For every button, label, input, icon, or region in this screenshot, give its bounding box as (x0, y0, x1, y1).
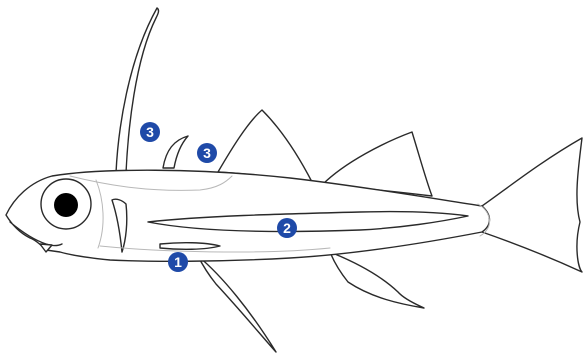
svg-text:2: 2 (283, 220, 291, 236)
caudal-fin (482, 138, 582, 272)
marker-3a: 3 (140, 122, 160, 142)
marker-2: 2 (277, 218, 297, 238)
svg-text:3: 3 (146, 124, 154, 140)
belly-organ (160, 243, 220, 250)
anal-fin (330, 252, 424, 308)
dorsal-spine (163, 136, 188, 168)
first-dorsal-fin (218, 110, 312, 182)
marker-1: 1 (168, 252, 188, 272)
pelvic-filament (198, 256, 276, 352)
marker-3b: 3 (197, 143, 217, 163)
pupil (54, 193, 78, 217)
svg-text:3: 3 (203, 145, 211, 161)
svg-text:1: 1 (174, 254, 182, 270)
dorsal-filament (116, 8, 159, 173)
